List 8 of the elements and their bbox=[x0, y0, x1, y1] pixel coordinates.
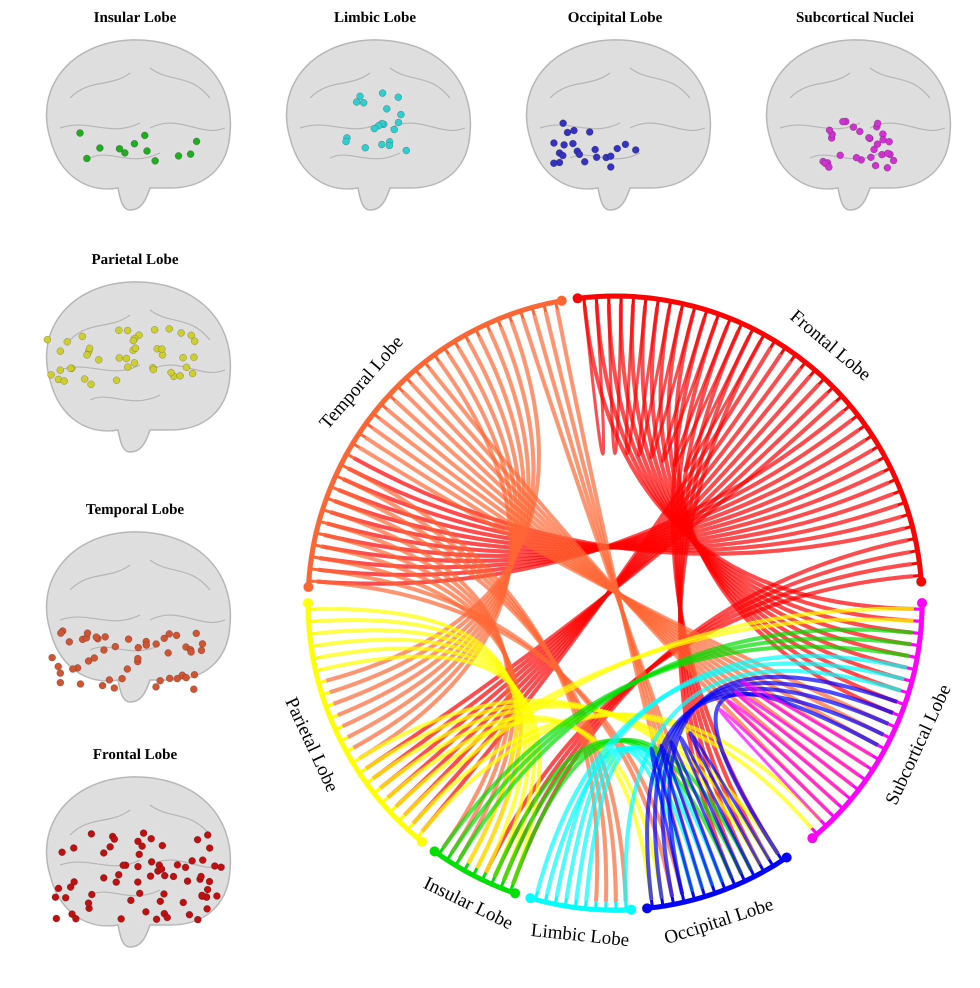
panel-title: Temporal Lobe bbox=[86, 501, 184, 520]
arc-label: Limbic Lobe bbox=[530, 919, 630, 954]
panel-title: Subcortical Nuclei bbox=[796, 9, 914, 28]
panel-title: Frontal Lobe bbox=[92, 746, 178, 765]
panel-title: Parietal Lobe bbox=[91, 251, 179, 270]
panel-title: Occipital Lobe bbox=[568, 9, 662, 28]
panel-title: Insular Lobe bbox=[94, 9, 176, 28]
panel-title: Limbic Lobe bbox=[334, 9, 416, 28]
